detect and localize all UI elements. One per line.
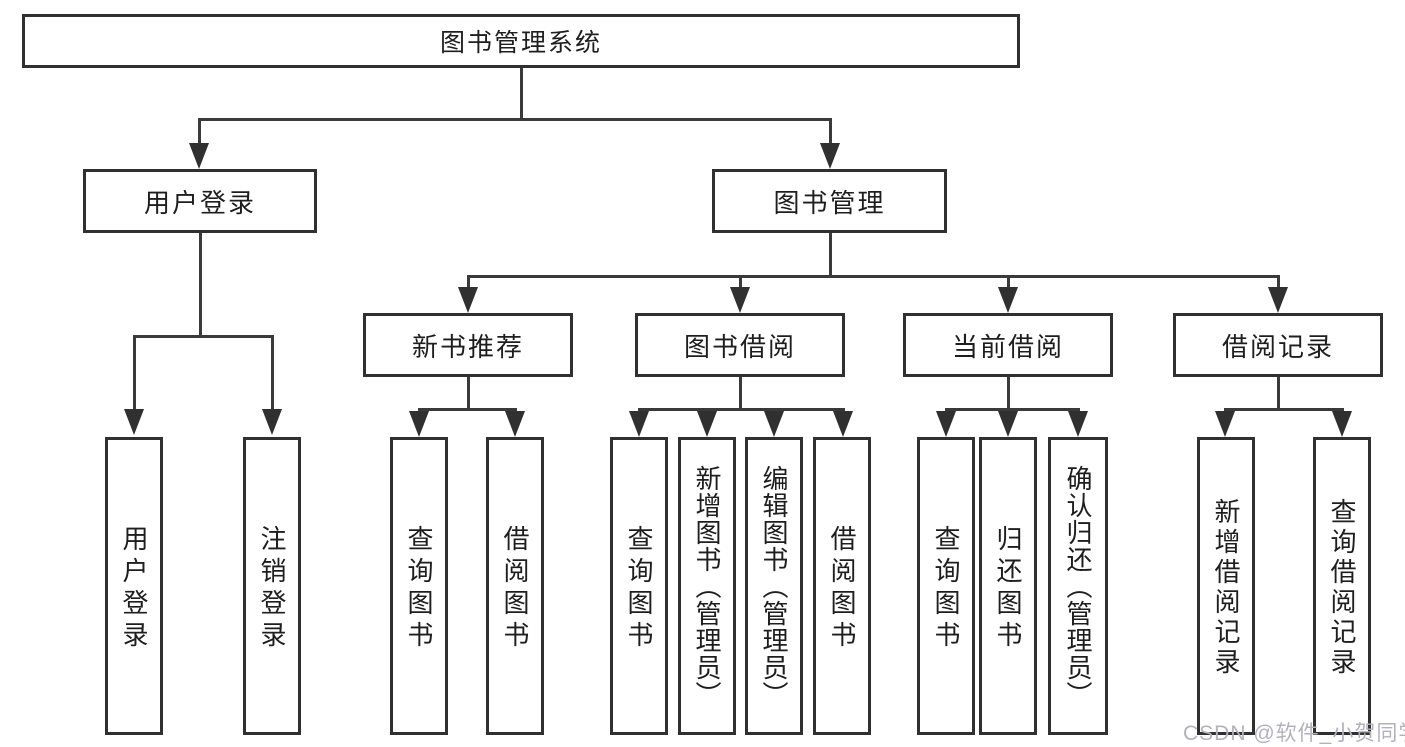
arrowhead-borrowing-leaf3 (764, 411, 784, 437)
node-label: 注销登录 (257, 525, 287, 653)
arrowhead-borrowing-leaf4 (833, 411, 853, 437)
leaf-add-books-admin: 新增图书（管理员） (678, 437, 736, 735)
leaf-logout: 注销登录 (243, 437, 301, 735)
arrowhead-book-mgmt (820, 143, 840, 169)
node-label: 查询图书 (624, 525, 654, 653)
node-label: 借阅记录 (1221, 331, 1334, 362)
connector-recommend-bus (417, 408, 517, 411)
connector-borrowing-stem (738, 377, 742, 408)
connector-current-bus (944, 408, 1080, 411)
connector-borrowing-drop (738, 275, 742, 289)
connector-user-login-bus (132, 335, 274, 338)
node-new-book-recommendation: 新书推荐 (363, 313, 573, 377)
node-label: 新书推荐 (411, 331, 524, 362)
connector-user-login-stem (198, 233, 202, 335)
connector-leaf-login-drop (132, 335, 136, 411)
arrowhead-current (998, 287, 1018, 313)
arrowhead-records-leaf1 (1215, 411, 1235, 437)
arrowhead-leaf-logout (262, 409, 282, 435)
connector-records-bus (1223, 408, 1344, 411)
leaf-user-login: 用户登录 (105, 437, 163, 735)
leaf-edit-books-admin: 编辑图书（管理员） (745, 437, 803, 735)
node-label: 查询借阅记录 (1327, 498, 1357, 678)
arrowhead-user-login (189, 143, 209, 169)
node-label: 图书管理 (773, 187, 886, 218)
connector-records-stem (1276, 377, 1280, 408)
node-label: 用户登录 (119, 525, 149, 653)
arrowhead-records-leaf2 (1332, 411, 1352, 437)
connector-book-mgmt-stem (828, 233, 832, 275)
connector-current-drop (1006, 275, 1010, 289)
connector-records-drop (1276, 275, 1280, 289)
leaf-query-books-borrow: 查询图书 (610, 437, 668, 735)
leaf-confirm-return-admin: 确认归还（管理员） (1048, 437, 1108, 735)
leaf-return-books: 归还图书 (979, 437, 1037, 735)
connector-leaf-logout-drop (270, 335, 274, 411)
arrowhead-current-leaf3 (1068, 411, 1088, 437)
leaf-query-borrow-record: 查询借阅记录 (1313, 437, 1371, 735)
connector-recommend-stem (466, 377, 470, 408)
connector-borrowing-bus (637, 408, 845, 411)
node-library-management-system: 图书管理系统 (22, 14, 1020, 68)
node-label: 归还图书 (993, 525, 1023, 653)
leaf-borrow-books-borrow: 借阅图书 (813, 437, 871, 735)
node-borrowing-records: 借阅记录 (1173, 313, 1383, 377)
connector-current-stem (1006, 377, 1010, 408)
node-label: 查询图书 (404, 525, 434, 653)
node-label: 当前借阅 (951, 331, 1064, 362)
node-label: 用户登录 (143, 187, 256, 218)
node-label: 新增借阅记录 (1211, 498, 1241, 678)
node-label: 图书管理系统 (439, 29, 602, 57)
node-user-login: 用户登录 (83, 169, 317, 233)
connector-root-stem (519, 68, 523, 118)
arrowhead-current-leaf2 (998, 411, 1018, 437)
connector-level2-bus (198, 118, 832, 121)
arrowhead-borrowing (730, 287, 750, 313)
connector-user-login-drop (197, 118, 201, 146)
arrowhead-leaf-login (124, 409, 144, 435)
node-label: 确认归还（管理员） (1063, 464, 1093, 708)
arrowhead-current-leaf1 (936, 411, 956, 437)
arrowhead-borrowing-leaf2 (697, 411, 717, 437)
leaf-borrow-books-recommend: 借阅图书 (486, 437, 544, 735)
connector-level3-bus (466, 275, 1280, 278)
node-current-borrowing: 当前借阅 (903, 313, 1113, 377)
csdn-watermark: CSDN @软件_小贺同学 (1183, 722, 1405, 745)
arrowhead-recommend-leaf1 (409, 411, 429, 437)
node-label: 查询图书 (931, 525, 961, 653)
leaf-query-books-current: 查询图书 (917, 437, 975, 735)
leaf-query-books-recommend: 查询图书 (390, 437, 448, 735)
leaf-add-borrow-record: 新增借阅记录 (1197, 437, 1255, 735)
arrowhead-recommend (458, 287, 478, 313)
connector-recommend-drop (466, 275, 470, 289)
node-label: 借阅图书 (827, 525, 857, 653)
connector-book-mgmt-drop (828, 118, 832, 146)
node-book-management: 图书管理 (712, 169, 947, 233)
node-label: 新增图书（管理员） (692, 464, 722, 708)
arrowhead-borrowing-leaf1 (629, 411, 649, 437)
arrowhead-records (1268, 287, 1288, 313)
node-label: 借阅图书 (500, 525, 530, 653)
node-label: 图书借阅 (683, 331, 796, 362)
node-book-borrowing: 图书借阅 (635, 313, 845, 377)
arrowhead-recommend-leaf2 (505, 411, 525, 437)
node-label: 编辑图书（管理员） (759, 464, 789, 708)
